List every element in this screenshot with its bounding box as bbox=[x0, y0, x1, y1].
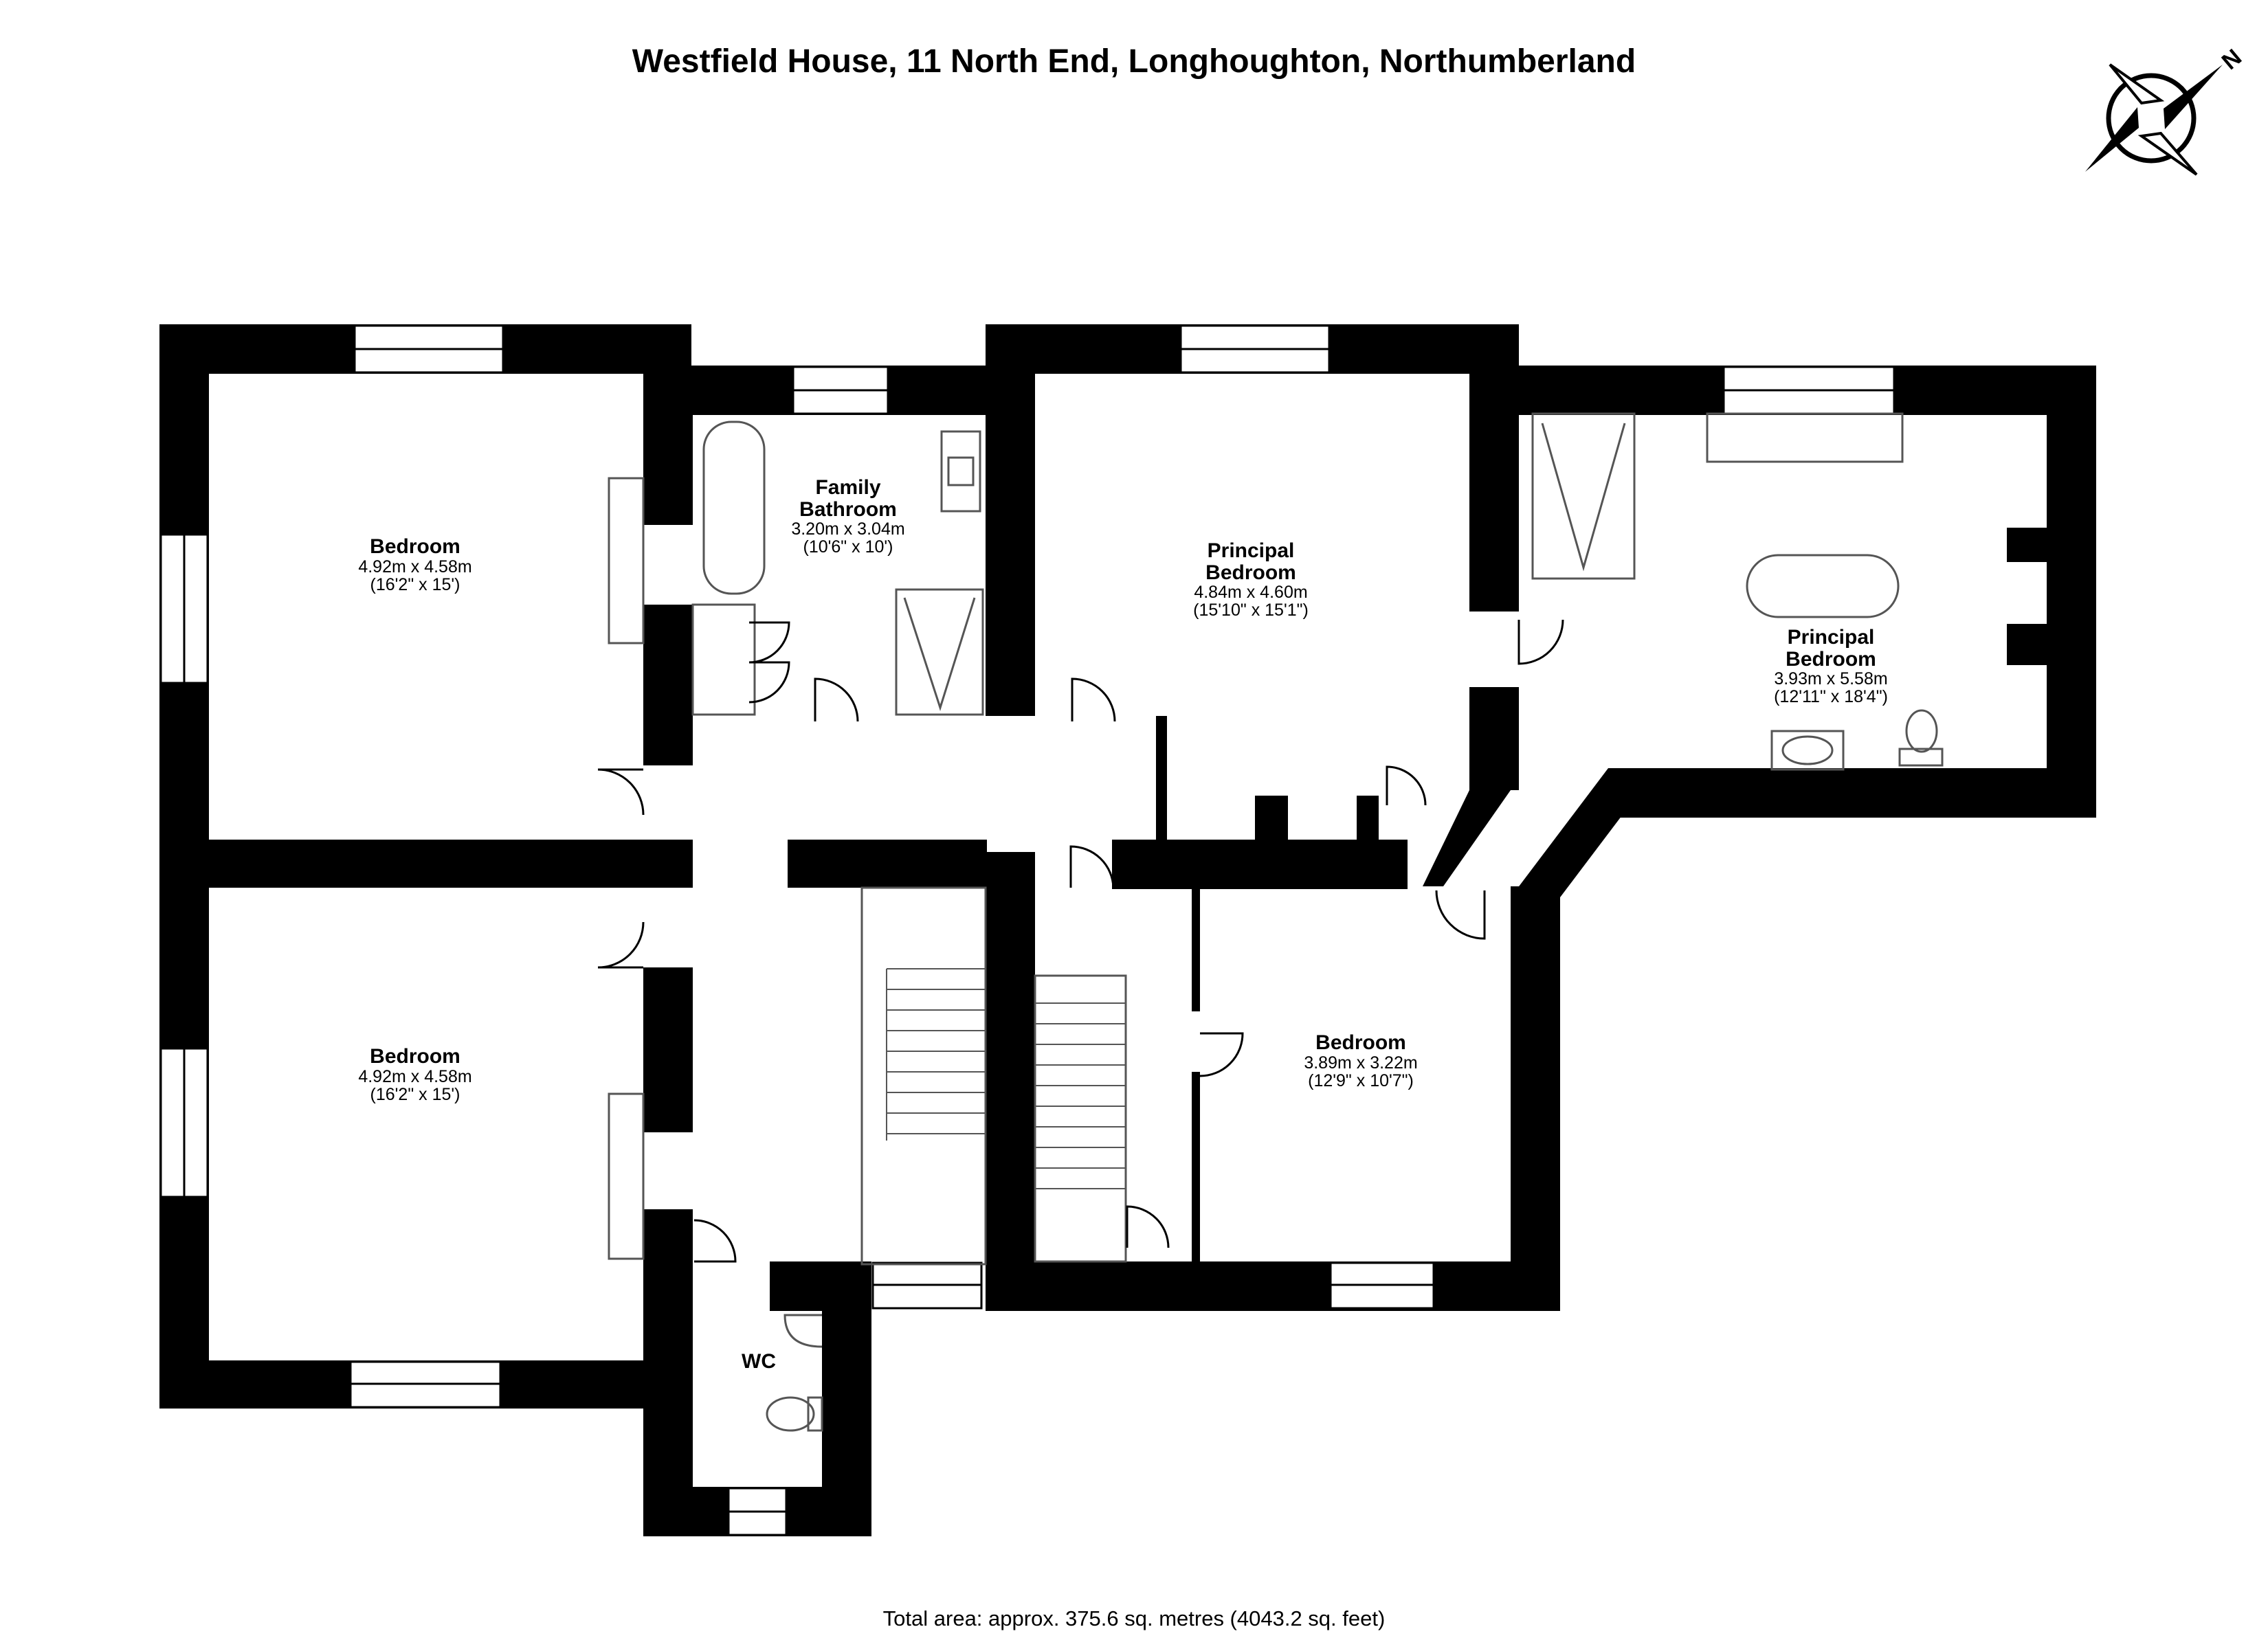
room-label-principal-bedroom-1: Principal Bedroom 4.84m x 4.60m (15'10" … bbox=[1189, 540, 1313, 620]
staircase bbox=[860, 886, 987, 1266]
staircase bbox=[1034, 974, 1127, 1263]
compass-north-label: N bbox=[2217, 44, 2247, 75]
walls bbox=[159, 324, 2096, 1536]
room-label-bedroom-3: Bedroom 3.89m x 3.22m (12'9" x 10'7") bbox=[1304, 1032, 1417, 1090]
room-imperial: (12'11" x 18'4") bbox=[1774, 687, 1888, 707]
sink-icon bbox=[1770, 730, 1845, 771]
plan-title: Westfield House, 11 North End, Longhough… bbox=[632, 43, 1636, 80]
freestanding-bath-icon bbox=[1746, 554, 1900, 618]
shower-icon bbox=[895, 588, 984, 716]
toilet-icon bbox=[1905, 709, 1938, 753]
room-imperial: (10'6" x 10') bbox=[803, 537, 893, 557]
room-imperial: (15'10" x 15'1") bbox=[1193, 601, 1309, 620]
room-metric: 3.93m x 5.58m bbox=[1774, 669, 1888, 688]
total-area-footer: Total area: approx. 375.6 sq. metres (40… bbox=[882, 1606, 1386, 1630]
fixtures bbox=[608, 412, 1944, 1432]
windows bbox=[159, 324, 1895, 1536]
room-metric: 4.92m x 4.58m bbox=[358, 1066, 472, 1086]
room-metric: 4.92m x 4.58m bbox=[358, 557, 472, 576]
room-name: WC bbox=[742, 1350, 776, 1373]
room-label-bedroom-2: Bedroom 4.92m x 4.58m (16'2" x 15') bbox=[358, 1046, 471, 1103]
bath-icon bbox=[1531, 412, 1636, 580]
room-name: Family Bathroom bbox=[799, 476, 897, 521]
room-label-family-bathroom: Family Bathroom 3.20m x 3.04m (10'6" x 1… bbox=[786, 477, 910, 557]
room-imperial: (16'2" x 15') bbox=[370, 1084, 460, 1104]
room-metric: 3.89m x 3.22m bbox=[1304, 1053, 1418, 1073]
room-label-bedroom-1: Bedroom 4.92m x 4.58m (16'2" x 15') bbox=[358, 536, 471, 594]
doors bbox=[597, 619, 1564, 1263]
room-name: Bedroom bbox=[370, 535, 460, 558]
bath-icon bbox=[702, 420, 766, 595]
room-metric: 3.20m x 3.04m bbox=[791, 519, 905, 539]
room-imperial: (16'2" x 15') bbox=[370, 574, 460, 594]
compass-rose-icon: N bbox=[2085, 44, 2247, 176]
room-name: Bedroom bbox=[1315, 1031, 1406, 1054]
sink-icon bbox=[940, 430, 981, 513]
room-name: Principal Bedroom bbox=[1786, 626, 1876, 671]
room-label-principal-bedroom-2: Principal Bedroom 3.93m x 5.58m (12'11" … bbox=[1769, 627, 1893, 706]
fireplace-icon bbox=[608, 477, 645, 644]
room-name: Bedroom bbox=[370, 1045, 460, 1068]
room-label-wc: WC bbox=[742, 1351, 776, 1373]
toilet-icon bbox=[766, 1396, 815, 1432]
fireplace-icon bbox=[608, 1092, 645, 1260]
room-metric: 4.84m x 4.60m bbox=[1194, 583, 1308, 602]
room-imperial: (12'9" x 10'7") bbox=[1308, 1070, 1414, 1090]
room-name: Principal Bedroom bbox=[1205, 539, 1296, 584]
